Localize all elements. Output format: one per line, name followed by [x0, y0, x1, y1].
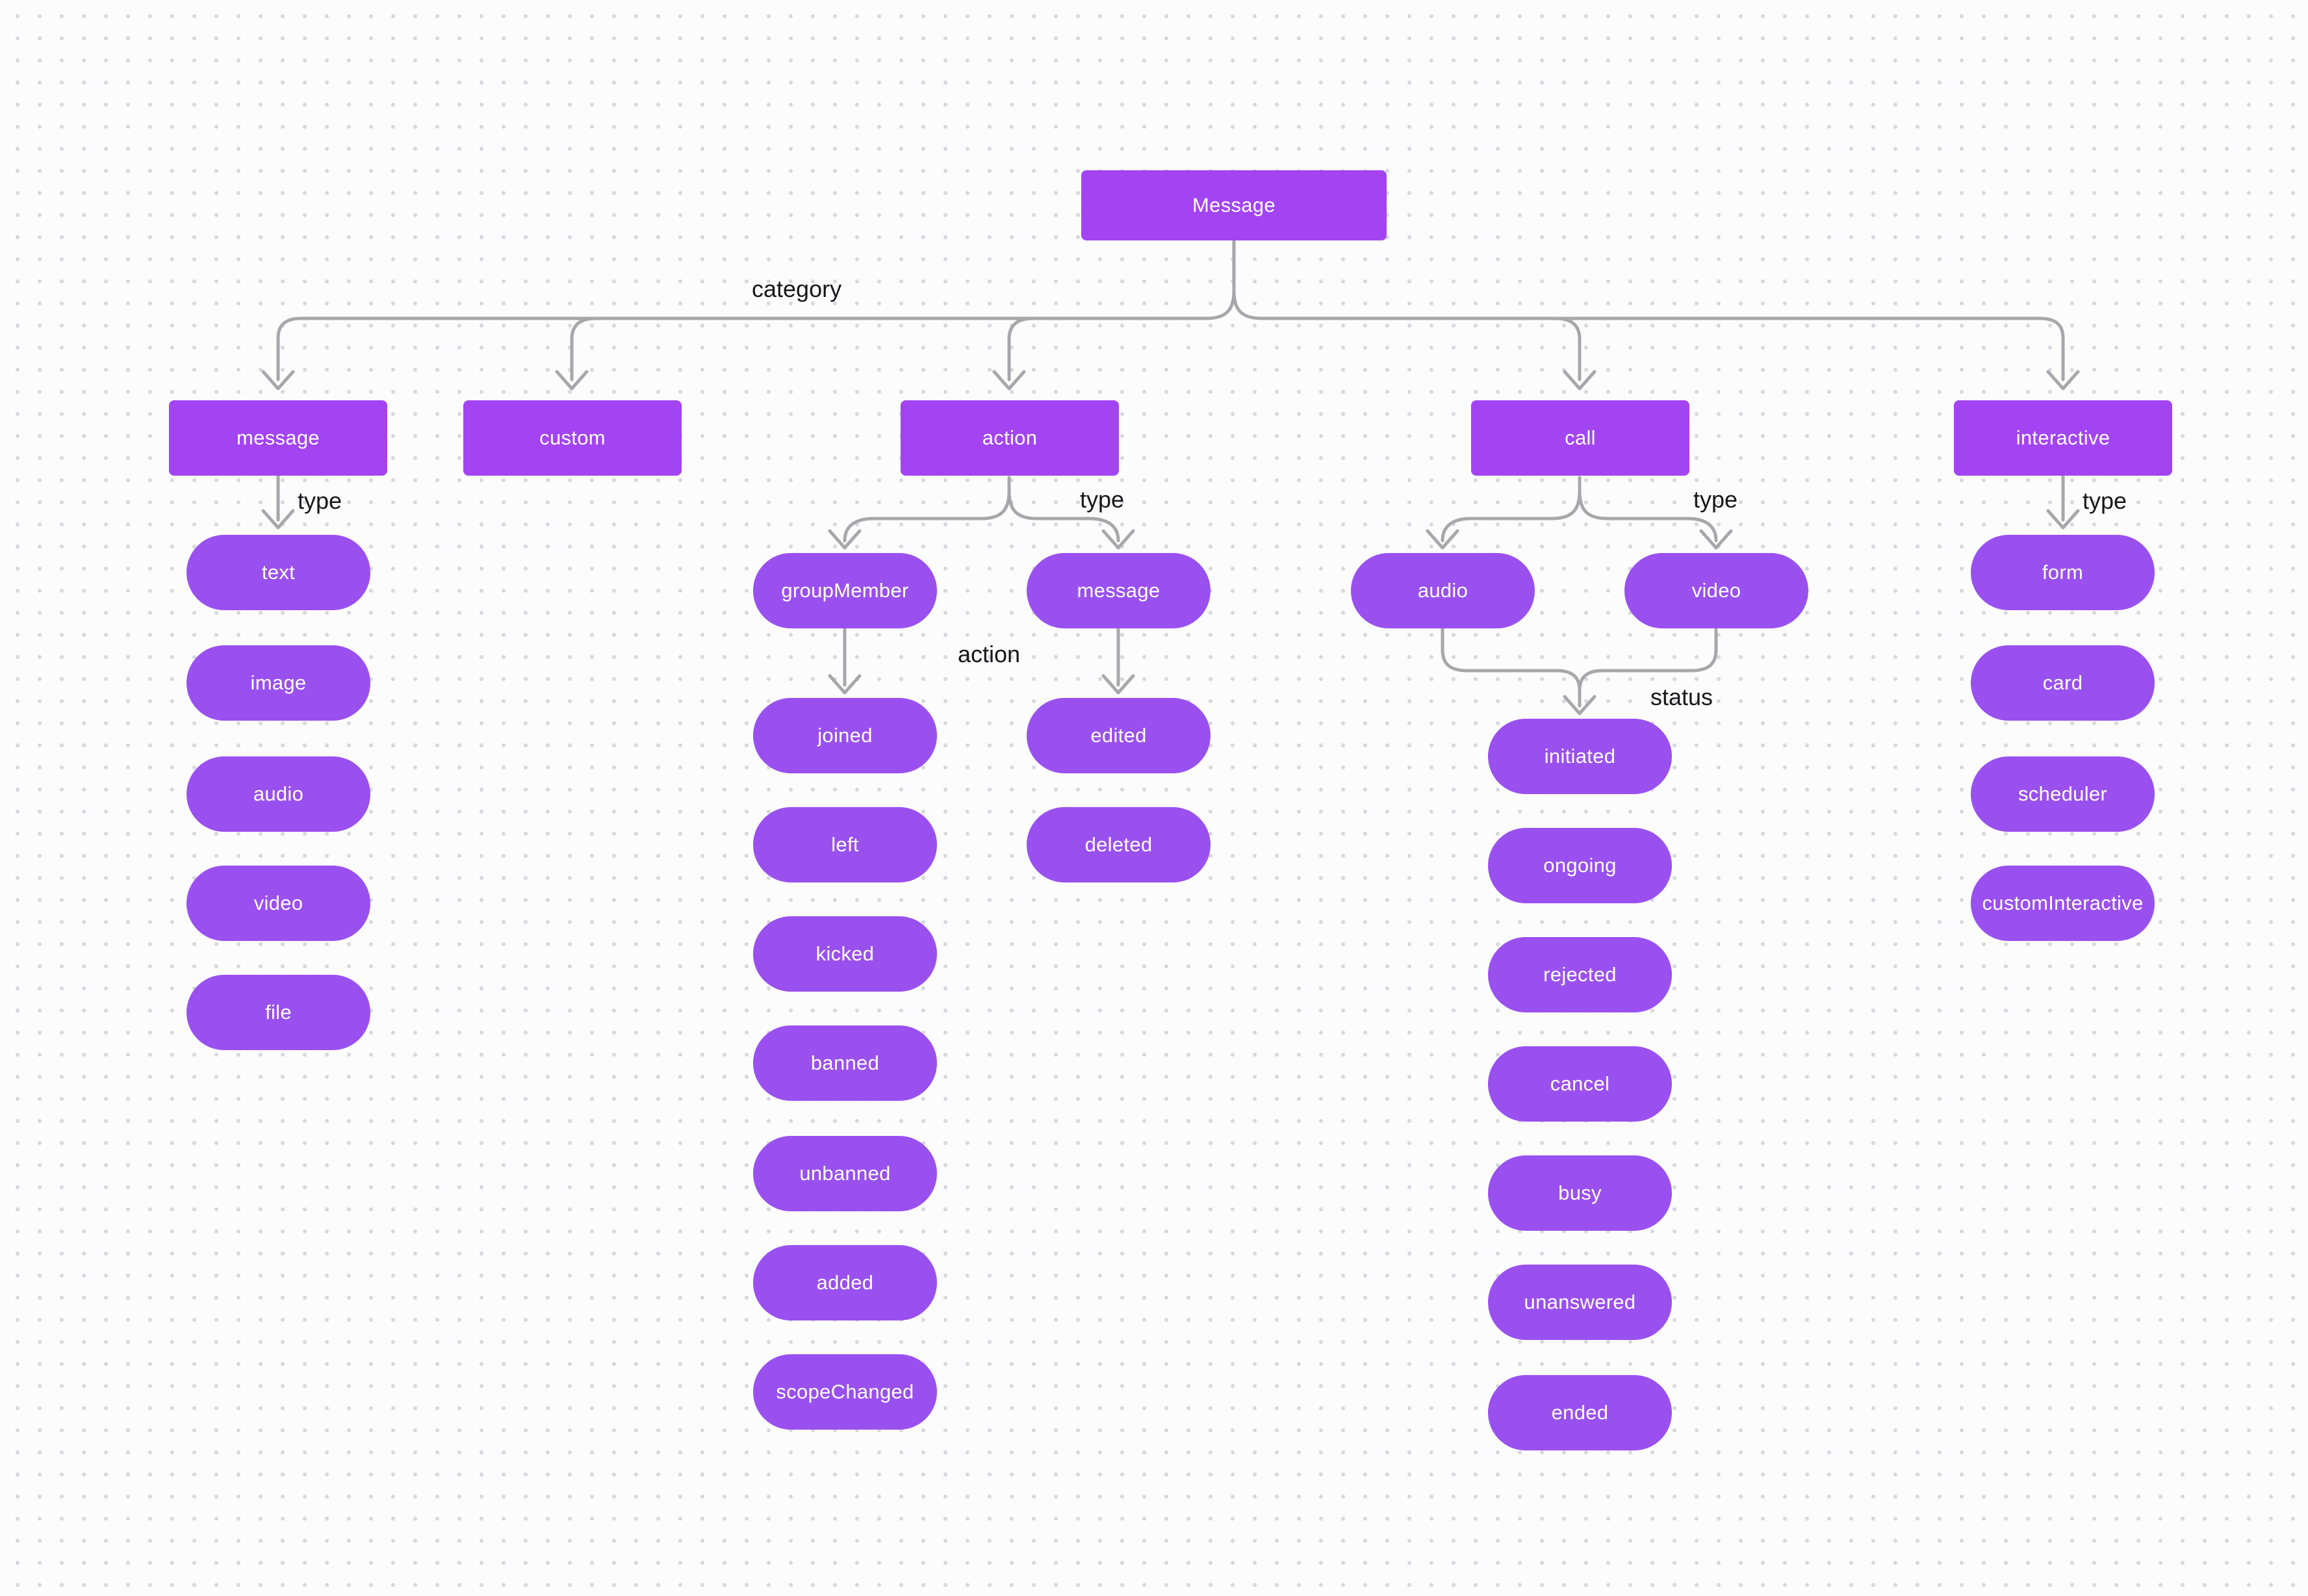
node-action-edited[interactable]: edited	[1027, 698, 1211, 773]
node-interactive-card[interactable]: card	[1971, 645, 2155, 721]
arrowhead-custom	[555, 370, 589, 391]
node-category-interactive[interactable]: interactive	[1954, 400, 2172, 476]
node-action-banned[interactable]: banned	[753, 1025, 937, 1101]
node-status-busy[interactable]: busy	[1488, 1155, 1672, 1231]
node-call-audio[interactable]: audio	[1351, 553, 1535, 628]
node-action-groupmember[interactable]: groupMember	[753, 553, 937, 628]
node-status-rejected[interactable]: rejected	[1488, 937, 1672, 1012]
edge-call-audio	[1441, 476, 1582, 543]
node-interactive-scheduler[interactable]: scheduler	[1971, 756, 2155, 832]
node-category-action[interactable]: action	[901, 400, 1119, 476]
edge-label-call-status: status	[1650, 684, 1713, 710]
node-category-call[interactable]: call	[1471, 400, 1689, 476]
arrowhead-audio	[1426, 529, 1459, 550]
node-action-left[interactable]: left	[753, 807, 937, 882]
edge-action-groupmember	[843, 476, 1011, 543]
edge-bus-custom	[570, 316, 598, 381]
edge-video-merge	[1578, 626, 1718, 692]
edge-action-message	[1007, 476, 1120, 543]
node-action-message[interactable]: message	[1027, 553, 1211, 628]
arrowhead-groupmember	[828, 529, 862, 550]
node-status-ongoing[interactable]: ongoing	[1488, 828, 1672, 903]
edge-root-bus-right	[1232, 238, 2065, 381]
edge-label-action-type: type	[1080, 486, 1125, 513]
arrowhead-message	[261, 370, 295, 391]
arrowhead-initiated	[1563, 695, 1596, 715]
node-status-ended[interactable]: ended	[1488, 1375, 1672, 1450]
node-call-video[interactable]: video	[1624, 553, 1808, 628]
node-status-initiated[interactable]: initiated	[1488, 719, 1672, 794]
edge-bus-action	[1007, 316, 1035, 381]
node-action-scopechanged[interactable]: scopeChanged	[753, 1354, 937, 1430]
node-action-joined[interactable]: joined	[753, 698, 937, 773]
arrowhead-form	[2046, 509, 2080, 530]
arrowhead-call	[1563, 370, 1596, 391]
arrowhead-joined	[828, 674, 862, 695]
arrowhead-edited	[1101, 674, 1135, 695]
arrowhead-text	[261, 509, 295, 530]
node-type-video[interactable]: video	[186, 866, 370, 941]
arrowhead-interactive	[2046, 370, 2080, 391]
node-action-kicked[interactable]: kicked	[753, 916, 937, 992]
edge-bus-call	[1554, 316, 1582, 381]
edge-label-message-type: type	[298, 487, 342, 514]
node-action-deleted[interactable]: deleted	[1027, 807, 1211, 882]
node-interactive-form[interactable]: form	[1971, 535, 2155, 610]
arrowhead-video	[1699, 529, 1733, 550]
node-action-unbanned[interactable]: unbanned	[753, 1136, 937, 1211]
arrowhead-action	[992, 370, 1026, 391]
arrowhead-action-message	[1101, 529, 1135, 550]
node-type-text[interactable]: text	[186, 535, 370, 610]
edge-call-video	[1578, 476, 1718, 543]
edge-root-bus-left	[276, 238, 1236, 381]
node-status-cancel[interactable]: cancel	[1488, 1046, 1672, 1122]
node-type-image[interactable]: image	[186, 645, 370, 721]
edge-label-category: category	[752, 276, 842, 302]
node-type-file[interactable]: file	[186, 975, 370, 1050]
node-category-custom[interactable]: custom	[463, 400, 682, 476]
node-type-audio[interactable]: audio	[186, 756, 370, 832]
node-root-message[interactable]: Message	[1081, 170, 1387, 240]
node-interactive-custominteractive[interactable]: customInteractive	[1971, 866, 2155, 941]
edge-label-call-type: type	[1693, 486, 1738, 513]
edge-label-interactive-type: type	[2083, 487, 2127, 514]
node-category-message[interactable]: message	[169, 400, 387, 476]
node-action-added[interactable]: added	[753, 1245, 937, 1320]
edge-label-groupmember-action: action	[958, 641, 1021, 667]
node-status-unanswered[interactable]: unanswered	[1488, 1265, 1672, 1340]
edge-audio-merge	[1441, 626, 1582, 708]
